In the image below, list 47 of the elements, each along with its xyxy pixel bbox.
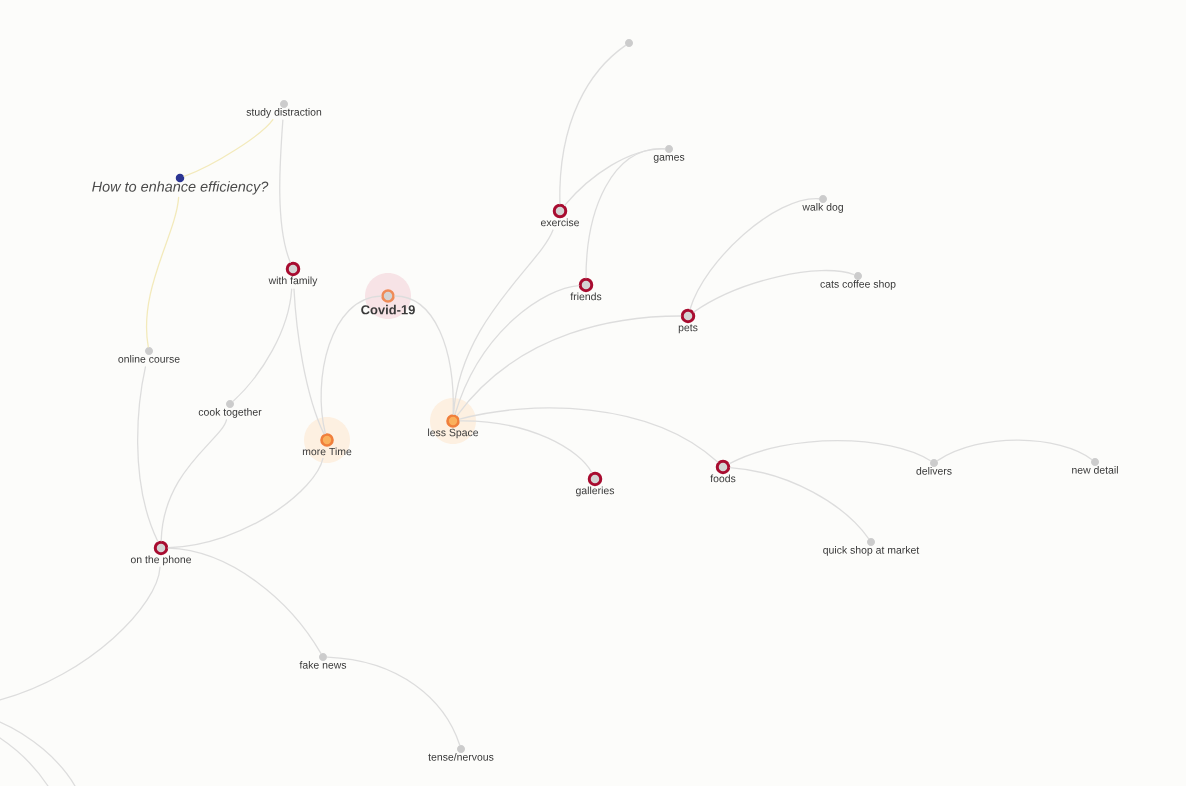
node-label: pets xyxy=(678,324,698,334)
connector-line xyxy=(293,288,325,435)
connector-line xyxy=(452,229,554,415)
connector-line xyxy=(320,295,382,435)
connector-line xyxy=(459,420,593,474)
node-label: exercise xyxy=(540,218,579,227)
connector-line xyxy=(160,419,228,542)
connector-line xyxy=(693,269,855,313)
question-label: How to enhance efficiency? xyxy=(92,181,269,195)
connector-line xyxy=(0,566,161,701)
node-label: more Time xyxy=(302,447,352,456)
connector-line xyxy=(456,315,682,417)
node-label: friends xyxy=(570,292,602,301)
node-label: less Space xyxy=(428,428,479,439)
connector-line xyxy=(689,198,820,310)
connector-line xyxy=(137,366,159,543)
connector-line xyxy=(167,547,322,654)
connector-line xyxy=(936,439,1093,462)
connector-line xyxy=(559,44,627,205)
node-label: quick shop at market xyxy=(823,546,920,556)
connector-line xyxy=(146,196,180,348)
node-label: study distraction xyxy=(246,108,322,118)
node-label: tense/nervous xyxy=(428,753,494,761)
node-label: games xyxy=(653,155,685,163)
connector-line xyxy=(232,288,293,402)
node-label: on the phone xyxy=(130,555,192,566)
connector-line xyxy=(728,440,932,465)
connector-line xyxy=(167,457,324,549)
node-label: delivers xyxy=(916,467,952,475)
connector-line xyxy=(585,148,666,279)
node-label: foods xyxy=(710,474,736,483)
node-label: galleries xyxy=(575,486,615,497)
node-label: online course xyxy=(118,355,180,363)
node-label: with family xyxy=(268,276,318,287)
connector-line xyxy=(454,284,580,416)
node-label: walk dog xyxy=(802,203,843,213)
connector-line xyxy=(279,119,291,263)
node-label: new detail xyxy=(1072,466,1118,474)
connector-line xyxy=(458,407,719,463)
connector-line xyxy=(564,148,666,207)
node-label: cook together xyxy=(198,408,262,418)
node-label: fake news xyxy=(299,661,347,669)
central-topic-label: Covid-19 xyxy=(361,304,415,315)
connector-line xyxy=(326,656,461,746)
node-label: cats coffee shop xyxy=(820,280,896,290)
connector-line xyxy=(183,119,274,178)
connector-line xyxy=(729,466,870,540)
